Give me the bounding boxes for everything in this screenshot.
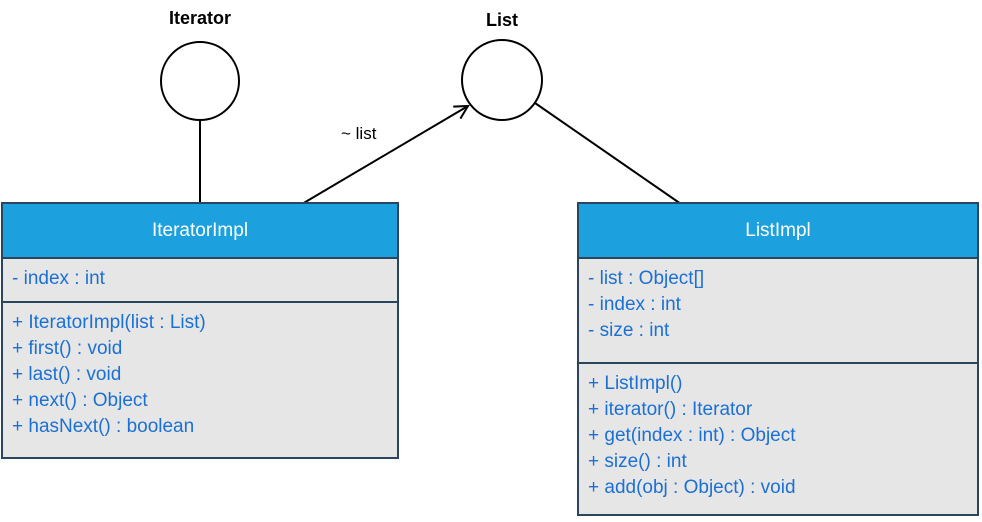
method: + size() : int <box>588 451 687 472</box>
attribute: - index : int <box>12 268 105 289</box>
list-interface-circle <box>461 39 543 121</box>
dependency-edge-label: ~ list <box>341 124 377 143</box>
method: + iterator() : Iterator <box>588 399 753 420</box>
edge-list-to-listimpl <box>534 102 682 205</box>
attributes-section: - index : int <box>3 257 397 301</box>
methods-section: + IteratorImpl(list : List) + first() : … <box>3 301 397 457</box>
edge-iteratorimpl-to-list-arrow <box>301 104 470 205</box>
attribute: - index : int <box>588 294 681 315</box>
iterator-interface-label: Iterator <box>168 8 231 28</box>
method: + get(index : int) : Object <box>588 425 796 446</box>
class-box-iteratorimpl: IteratorImpl - index : int + IteratorImp… <box>1 202 399 459</box>
method: + next() : Object <box>12 390 148 411</box>
class-name-iteratorimpl: IteratorImpl <box>3 204 397 257</box>
method: + last() : void <box>12 364 122 385</box>
iterator-interface-circle <box>160 41 240 121</box>
list-interface-label: List <box>485 10 518 30</box>
method: + IteratorImpl(list : List) <box>12 312 206 333</box>
method: + hasNext() : boolean <box>12 416 195 437</box>
method: + ListImpl() <box>588 373 683 394</box>
class-box-listimpl: ListImpl - list : Object[] - index : int… <box>577 202 979 516</box>
attribute: - size : int <box>588 320 670 341</box>
attribute: - list : Object[] <box>588 268 705 289</box>
method: + add(obj : Object) : void <box>588 477 796 498</box>
methods-section: + ListImpl() + iterator() : Iterator + g… <box>579 362 977 514</box>
class-name-listimpl: ListImpl <box>579 204 977 257</box>
attributes-section: - list : Object[] - index : int - size :… <box>579 257 977 362</box>
method: + first() : void <box>12 338 123 359</box>
